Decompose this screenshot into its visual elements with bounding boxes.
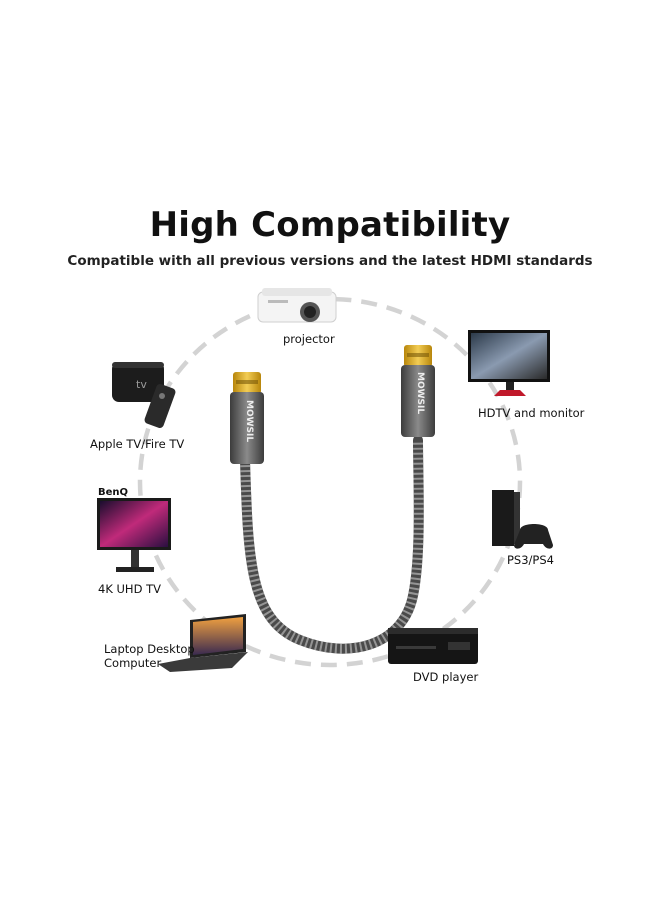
uhd-tv-icon: BenQ	[97, 487, 171, 572]
cable-braid-pattern	[240, 439, 424, 654]
label-laptop-line1: Laptop Desktop	[104, 642, 195, 656]
label-laptop-line2: Computer	[104, 656, 162, 670]
apple-tv-icon: tv	[112, 362, 176, 429]
label-projector: projector	[283, 332, 335, 346]
label-ps: PS3/PS4	[507, 553, 554, 567]
tv-mark: tv	[136, 378, 147, 391]
page-title: High Compatibility	[149, 205, 511, 245]
label-hdtv: HDTV and monitor	[478, 406, 585, 420]
label-uhd-tv: 4K UHD TV	[98, 582, 161, 596]
label-dvd: DVD player	[413, 670, 479, 684]
dvd-player-icon	[388, 628, 478, 664]
ps-console-icon	[492, 490, 553, 549]
hdmi-connector-left: MOWSIL	[230, 372, 264, 464]
label-apple-tv: Apple TV/Fire TV	[90, 437, 185, 451]
hdmi-connector-right: MOWSIL	[401, 345, 435, 437]
hdtv-monitor-icon	[468, 330, 550, 396]
laptop-icon	[158, 614, 248, 672]
page-subtitle: Compatible with all previous versions an…	[67, 253, 593, 269]
connection-circle	[137, 296, 523, 668]
projector-icon	[257, 288, 337, 323]
cable-logo-left: MOWSIL	[244, 400, 254, 442]
cable-logo-right: MOWSIL	[415, 372, 425, 414]
monitor-logo: BenQ	[98, 487, 128, 498]
